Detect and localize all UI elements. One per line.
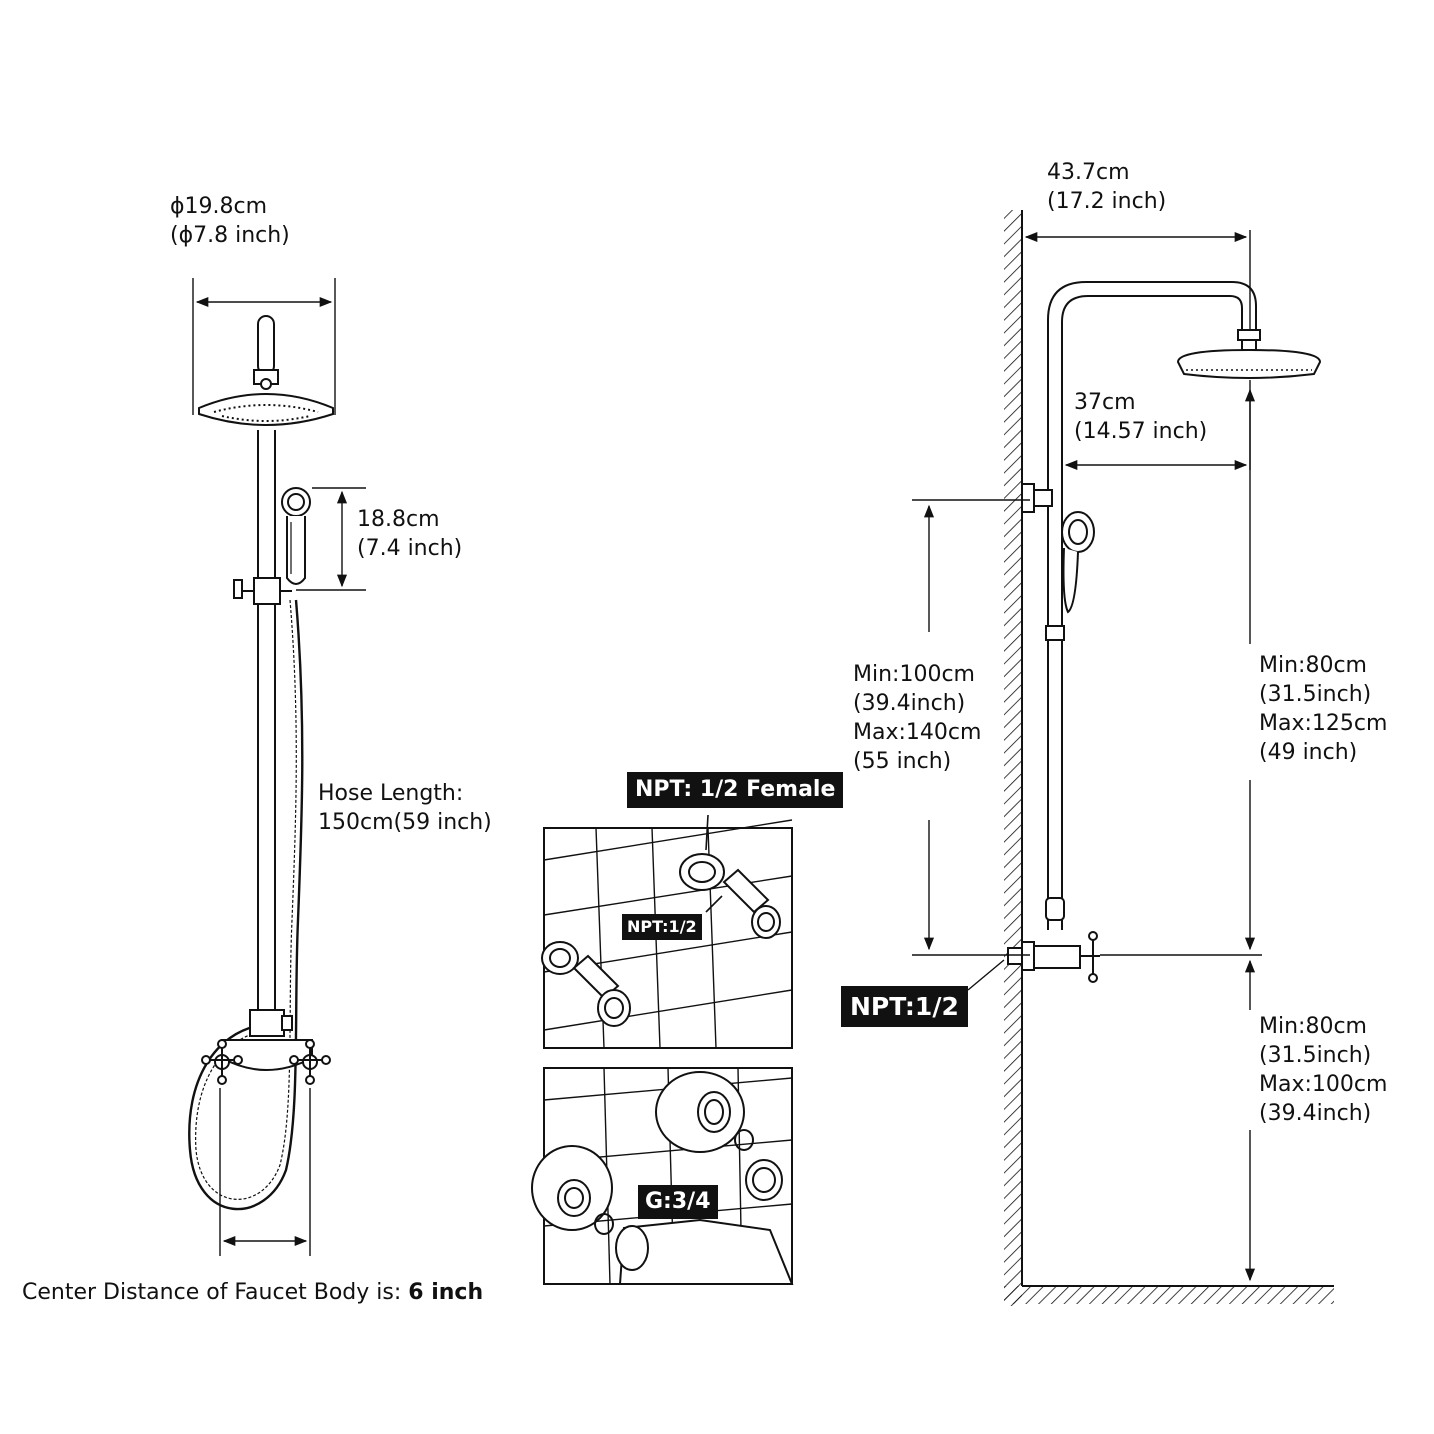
hose-length-title: Hose Length: <box>318 781 464 806</box>
handshower-length-label: 18.8cm (7.4 inch) <box>357 505 462 563</box>
center-distance-text: Center Distance of Faucet Body is: <box>22 1280 409 1305</box>
riser-height-min: Min:80cm <box>1259 653 1367 678</box>
bracket-height-max-inch: (55 inch) <box>853 749 952 774</box>
head-diameter-label: ϕ19.8cm (ϕ7.8 inch) <box>170 192 290 250</box>
arm-reach-cm: 43.7cm <box>1047 160 1130 185</box>
hose-length-value: 150cm(59 inch) <box>318 810 492 835</box>
npt-small-tag: NPT:1/2 <box>622 914 702 940</box>
head-diameter-cm: ϕ19.8cm <box>170 194 268 219</box>
side-view <box>912 210 1334 1306</box>
head-diameter-inch: (ϕ7.8 inch) <box>170 223 290 248</box>
bracket-height-max: Max:140cm <box>853 720 982 745</box>
handshower-length-cm: 18.8cm <box>357 507 440 532</box>
front-view <box>188 278 366 1256</box>
npt-wall-tag: NPT:1/2 <box>841 986 968 1027</box>
riser-height-max-inch: (49 inch) <box>1259 740 1358 765</box>
riser-height-max: Max:125cm <box>1259 711 1388 736</box>
mount-height-max: Max:100cm <box>1259 1072 1388 1097</box>
mount-height-min: Min:80cm <box>1259 1014 1367 1039</box>
handshower-length-inch: (7.4 inch) <box>357 536 463 561</box>
arm-reach-label: 43.7cm (17.2 inch) <box>1047 158 1166 216</box>
inset-g34-detail <box>531 1067 794 1285</box>
riser-height-label: Min:80cm (31.5inch) Max:125cm (49 inch) <box>1259 651 1387 767</box>
arm-reach-inch: (17.2 inch) <box>1047 189 1167 214</box>
mount-height-min-inch: (31.5inch) <box>1259 1043 1372 1068</box>
center-distance-label: Center Distance of Faucet Body is: 6 inc… <box>22 1278 483 1307</box>
bracket-height-label: Min:100cm (39.4inch) Max:140cm (55 inch) <box>853 660 981 776</box>
riser-height-min-inch: (31.5inch) <box>1259 682 1372 707</box>
head-offset-label: 37cm (14.57 inch) <box>1074 388 1207 446</box>
mount-height-label: Min:80cm (31.5inch) Max:100cm (39.4inch) <box>1259 1012 1387 1128</box>
head-offset-cm: 37cm <box>1074 390 1136 415</box>
bracket-height-min-inch: (39.4inch) <box>853 691 966 716</box>
bracket-height-min: Min:100cm <box>853 662 975 687</box>
npt-female-tag: NPT: 1/2 Female <box>627 772 844 808</box>
head-offset-inch: (14.57 inch) <box>1074 419 1208 444</box>
hose-length-label: Hose Length: 150cm(59 inch) <box>318 779 492 837</box>
center-distance-value: 6 inch <box>408 1280 484 1305</box>
g34-tag: G:3/4 <box>638 1185 718 1219</box>
mount-height-max-inch: (39.4inch) <box>1259 1101 1372 1126</box>
